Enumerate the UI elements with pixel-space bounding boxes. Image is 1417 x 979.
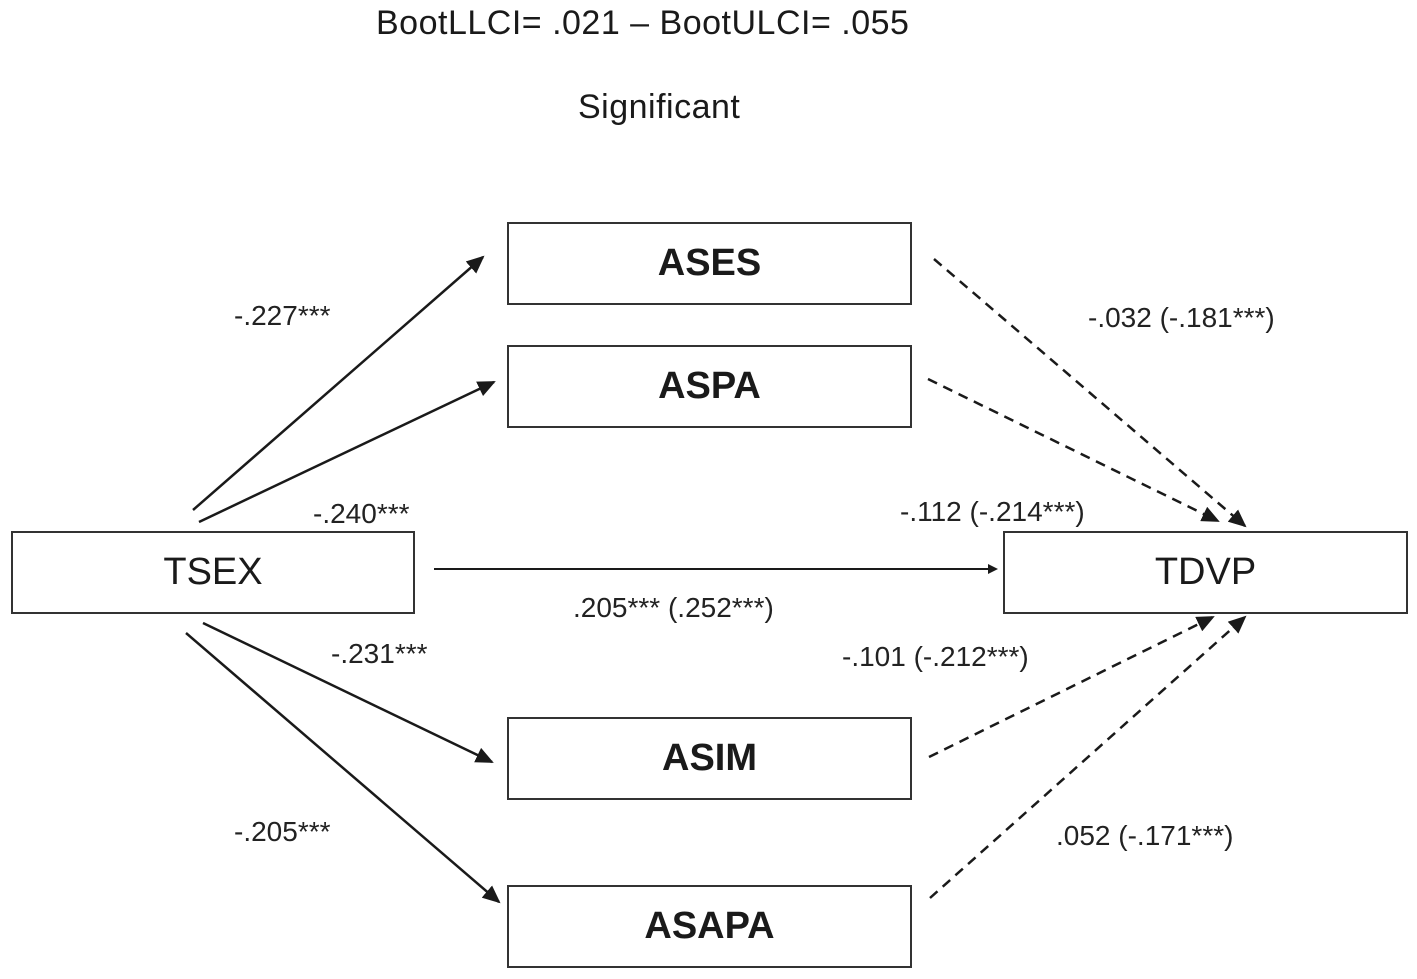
- node-tsex-label: TSEX: [163, 551, 263, 593]
- arrow-asim-tdvp: [928, 615, 1215, 759]
- coef-b-ases: -.032 (-.181***): [1088, 302, 1275, 333]
- coef-a-asapa: -.205***: [234, 816, 331, 847]
- node-asapa: ASAPA: [507, 885, 912, 968]
- node-asim-label: ASIM: [662, 737, 757, 779]
- coef-a-asim: -.231***: [331, 638, 428, 669]
- node-ases-label: ASES: [657, 242, 762, 284]
- node-asapa-label: ASAPA: [644, 905, 775, 947]
- node-tdvp: TDVP: [1003, 531, 1408, 614]
- arrow-tsex-asapa: [185, 632, 501, 904]
- arrow-aspa-tdvp: [927, 377, 1220, 523]
- node-ases: ASES: [507, 222, 912, 305]
- coef-a-ases: -.227***: [234, 300, 331, 331]
- coef-b-asapa: .052 (-.171***): [1056, 820, 1234, 851]
- arrow-tsex-ases: [192, 255, 485, 511]
- node-asim: ASIM: [507, 717, 912, 800]
- coef-b-aspa: -.112 (-.214***): [900, 496, 1085, 527]
- node-tsex: TSEX: [11, 531, 415, 614]
- arrow-tsex-asim: [202, 621, 494, 764]
- arrow-ases-tdvp: [933, 258, 1247, 528]
- coef-b-asim: -.101 (-.212***): [842, 641, 1029, 672]
- ci-header: BootLLCI= .021 – BootULCI= .055: [376, 4, 910, 42]
- arrow-asapa-tdvp: [929, 615, 1247, 899]
- node-tdvp-label: TDVP: [1154, 551, 1257, 593]
- significance-label: Significant: [578, 88, 741, 126]
- arrow-tsex-aspa: [198, 380, 496, 524]
- node-aspa-label: ASPA: [658, 365, 761, 407]
- coef-c-direct: .205*** (.252***): [573, 592, 774, 623]
- node-aspa: ASPA: [507, 345, 912, 428]
- coef-a-aspa: -.240***: [313, 498, 410, 529]
